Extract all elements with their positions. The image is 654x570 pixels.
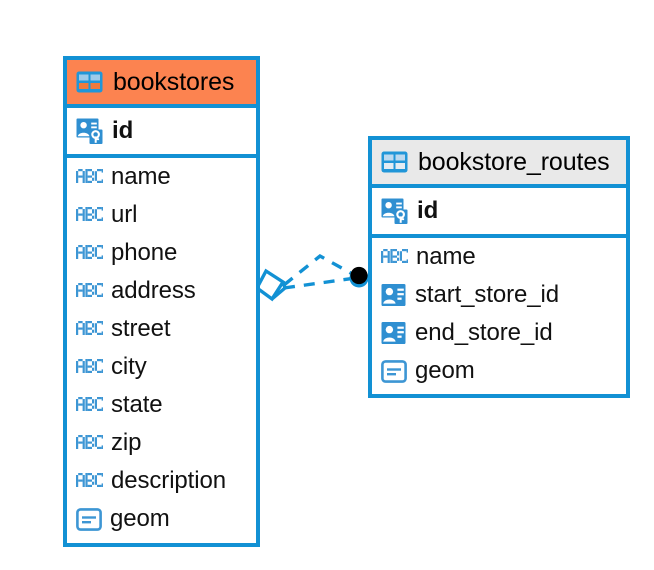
abc-text-icon — [76, 245, 103, 261]
field-label-address: address — [111, 277, 196, 304]
field-row-id[interactable]: id — [372, 188, 626, 234]
field-row-state[interactable]: state — [67, 386, 256, 424]
field-label-id: id — [112, 117, 134, 144]
primary-key-row-bookstore-routes[interactable]: id — [372, 188, 626, 238]
field-row-description[interactable]: description — [67, 462, 256, 500]
field-label-zip: zip — [111, 429, 142, 456]
foreign-key-id-icon — [381, 283, 407, 307]
field-label-geom: geom — [415, 357, 475, 384]
abc-text-icon — [76, 435, 103, 451]
field-label-phone: phone — [111, 239, 178, 266]
abc-text-icon — [76, 359, 103, 375]
field-row-name[interactable]: name — [67, 158, 256, 196]
table-icon — [381, 151, 408, 173]
abc-text-icon — [76, 473, 103, 489]
relationship-line-upper — [282, 253, 357, 287]
abc-text-icon — [76, 321, 103, 337]
primary-key-row-bookstores[interactable]: id — [67, 108, 256, 158]
field-label-description: description — [111, 467, 226, 494]
field-label-url: url — [111, 201, 138, 228]
field-label-geom: geom — [110, 505, 170, 532]
relationship-line-lower — [283, 276, 357, 290]
table-icon — [76, 71, 103, 93]
entity-title-bookstore-routes: bookstore_routes — [418, 147, 610, 176]
field-list-bookstores: name — [67, 158, 256, 538]
foreign-key-id-icon — [381, 321, 407, 345]
filled-circle-marker — [349, 266, 369, 288]
field-row-start-store-id[interactable]: start_store_id — [372, 276, 626, 314]
entity-title-bookstores: bookstores — [113, 67, 235, 96]
primary-key-id-icon — [76, 118, 104, 145]
field-row-geom[interactable]: geom — [67, 500, 256, 538]
abc-text-icon — [76, 169, 103, 185]
field-row-phone[interactable]: phone — [67, 234, 256, 272]
field-label-id: id — [417, 197, 439, 224]
field-label-street: street — [111, 315, 171, 342]
field-list-bookstore-routes: name start_store_id — [372, 238, 626, 390]
field-label-name: name — [416, 243, 476, 270]
field-row-city[interactable]: city — [67, 348, 256, 386]
field-label-end-store-id: end_store_id — [415, 319, 553, 346]
abc-text-icon — [76, 397, 103, 413]
field-label-city: city — [111, 353, 147, 380]
abc-text-icon — [381, 249, 408, 265]
field-row-id[interactable]: id — [67, 108, 256, 154]
geometry-icon — [381, 359, 407, 383]
abc-text-icon — [76, 283, 103, 299]
field-label-state: state — [111, 391, 163, 418]
entity-header-bookstores[interactable]: bookstores — [67, 60, 256, 108]
entity-table-bookstores[interactable]: bookstores id — [63, 56, 260, 547]
entity-table-bookstore-routes[interactable]: bookstore_routes — [368, 136, 630, 398]
field-row-address[interactable]: address — [67, 272, 256, 310]
field-row-geom[interactable]: geom — [372, 352, 626, 390]
field-row-url[interactable]: url — [67, 196, 256, 234]
abc-text-icon — [76, 207, 103, 223]
field-label-start-store-id: start_store_id — [415, 281, 560, 308]
diamond-crowsfoot-marker — [254, 268, 287, 302]
entity-header-bookstore-routes[interactable]: bookstore_routes — [372, 140, 626, 188]
primary-key-id-icon — [381, 198, 409, 225]
field-row-street[interactable]: street — [67, 310, 256, 348]
field-row-end-store-id[interactable]: end_store_id — [372, 314, 626, 352]
geometry-icon — [76, 507, 102, 531]
field-label-name: name — [111, 163, 171, 190]
field-row-zip[interactable]: zip — [67, 424, 256, 462]
field-row-name[interactable]: name — [372, 238, 626, 276]
